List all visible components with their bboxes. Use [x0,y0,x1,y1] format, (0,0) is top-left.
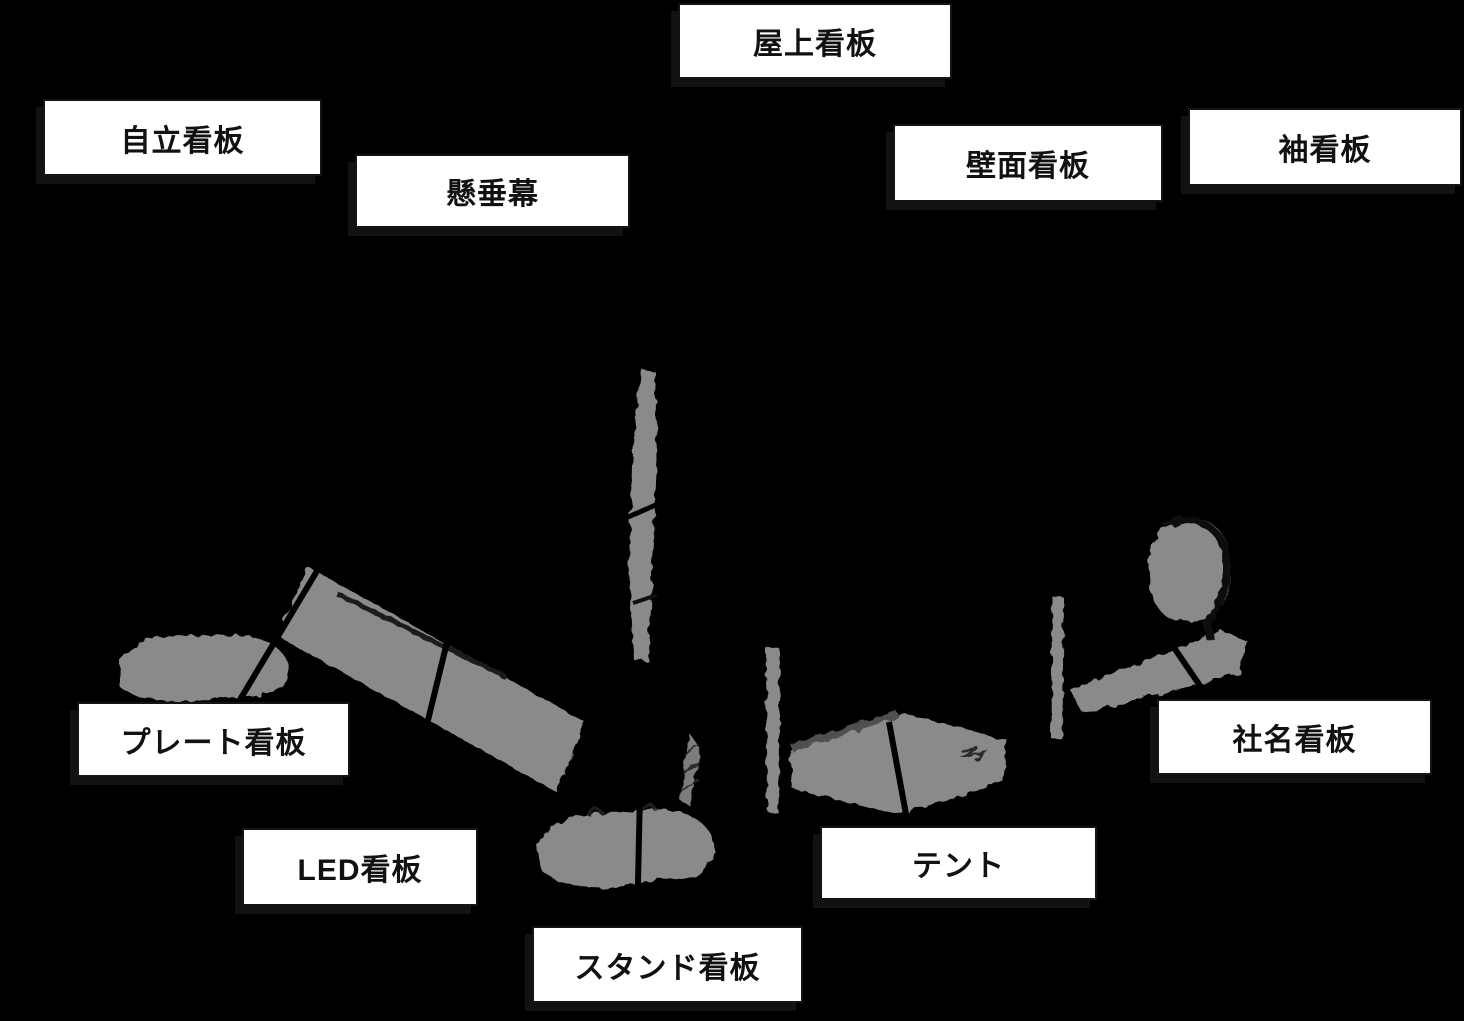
label-text-hanging-banner: 懸垂幕 [446,178,539,211]
label-box-rooftop: 屋上看板 [678,3,952,79]
leader-tent [886,721,911,826]
leader-lines [235,501,1212,928]
tent-scribble [961,744,989,762]
pennant-hatching [679,746,701,791]
stand-sign-blob-shape [538,808,715,888]
label-box-stand: スタンド看板 [532,926,803,1003]
label-text-wall: 壁面看板 [966,150,1090,183]
plate-sign-blob-shape [119,634,290,702]
arch-outline-stroke [1162,516,1231,642]
right-post-shape [1051,596,1064,740]
label-text-company-name: 社名看板 [1232,724,1357,757]
leader-company [1159,628,1212,701]
label-text-led: LED看板 [297,854,423,887]
tent-top-edge-line [789,710,899,752]
label-text-rooftop: 屋上看板 [753,28,877,61]
vertical-hanging-banner-shape [629,368,657,661]
label-box-wall: 壁面看板 [893,124,1163,202]
label-box-plate: プレート看板 [77,702,350,777]
leader-stand [634,791,643,928]
label-box-hanging-banner: 懸垂幕 [355,154,630,228]
leader-led [399,596,461,828]
label-box-led: LED看板 [242,828,478,906]
label-text-stand: スタンド看板 [574,951,761,985]
left-post-shape [766,647,780,813]
label-box-tent: テント [820,826,1097,900]
label-text-tent: テント [912,850,1005,883]
label-box-freestanding: 自立看板 [43,99,322,176]
label-text-sleeve: 袖看板 [1278,134,1372,167]
arch-sign-shape [1149,518,1231,622]
leader-plate [235,559,326,705]
leader-banner-nick2 [632,593,658,605]
fascia-ridge-line [334,590,508,680]
label-text-freestanding: 自立看板 [120,124,245,158]
company-board-shape [1070,631,1247,713]
label-box-sleeve: 袖看板 [1188,108,1462,186]
label-box-company-name: 社名看板 [1157,699,1432,775]
flag-pennant-shape [679,733,701,806]
fascia-board-shape [279,566,585,792]
leader-banner-nick [627,501,659,520]
label-text-plate: プレート看板 [120,726,307,760]
